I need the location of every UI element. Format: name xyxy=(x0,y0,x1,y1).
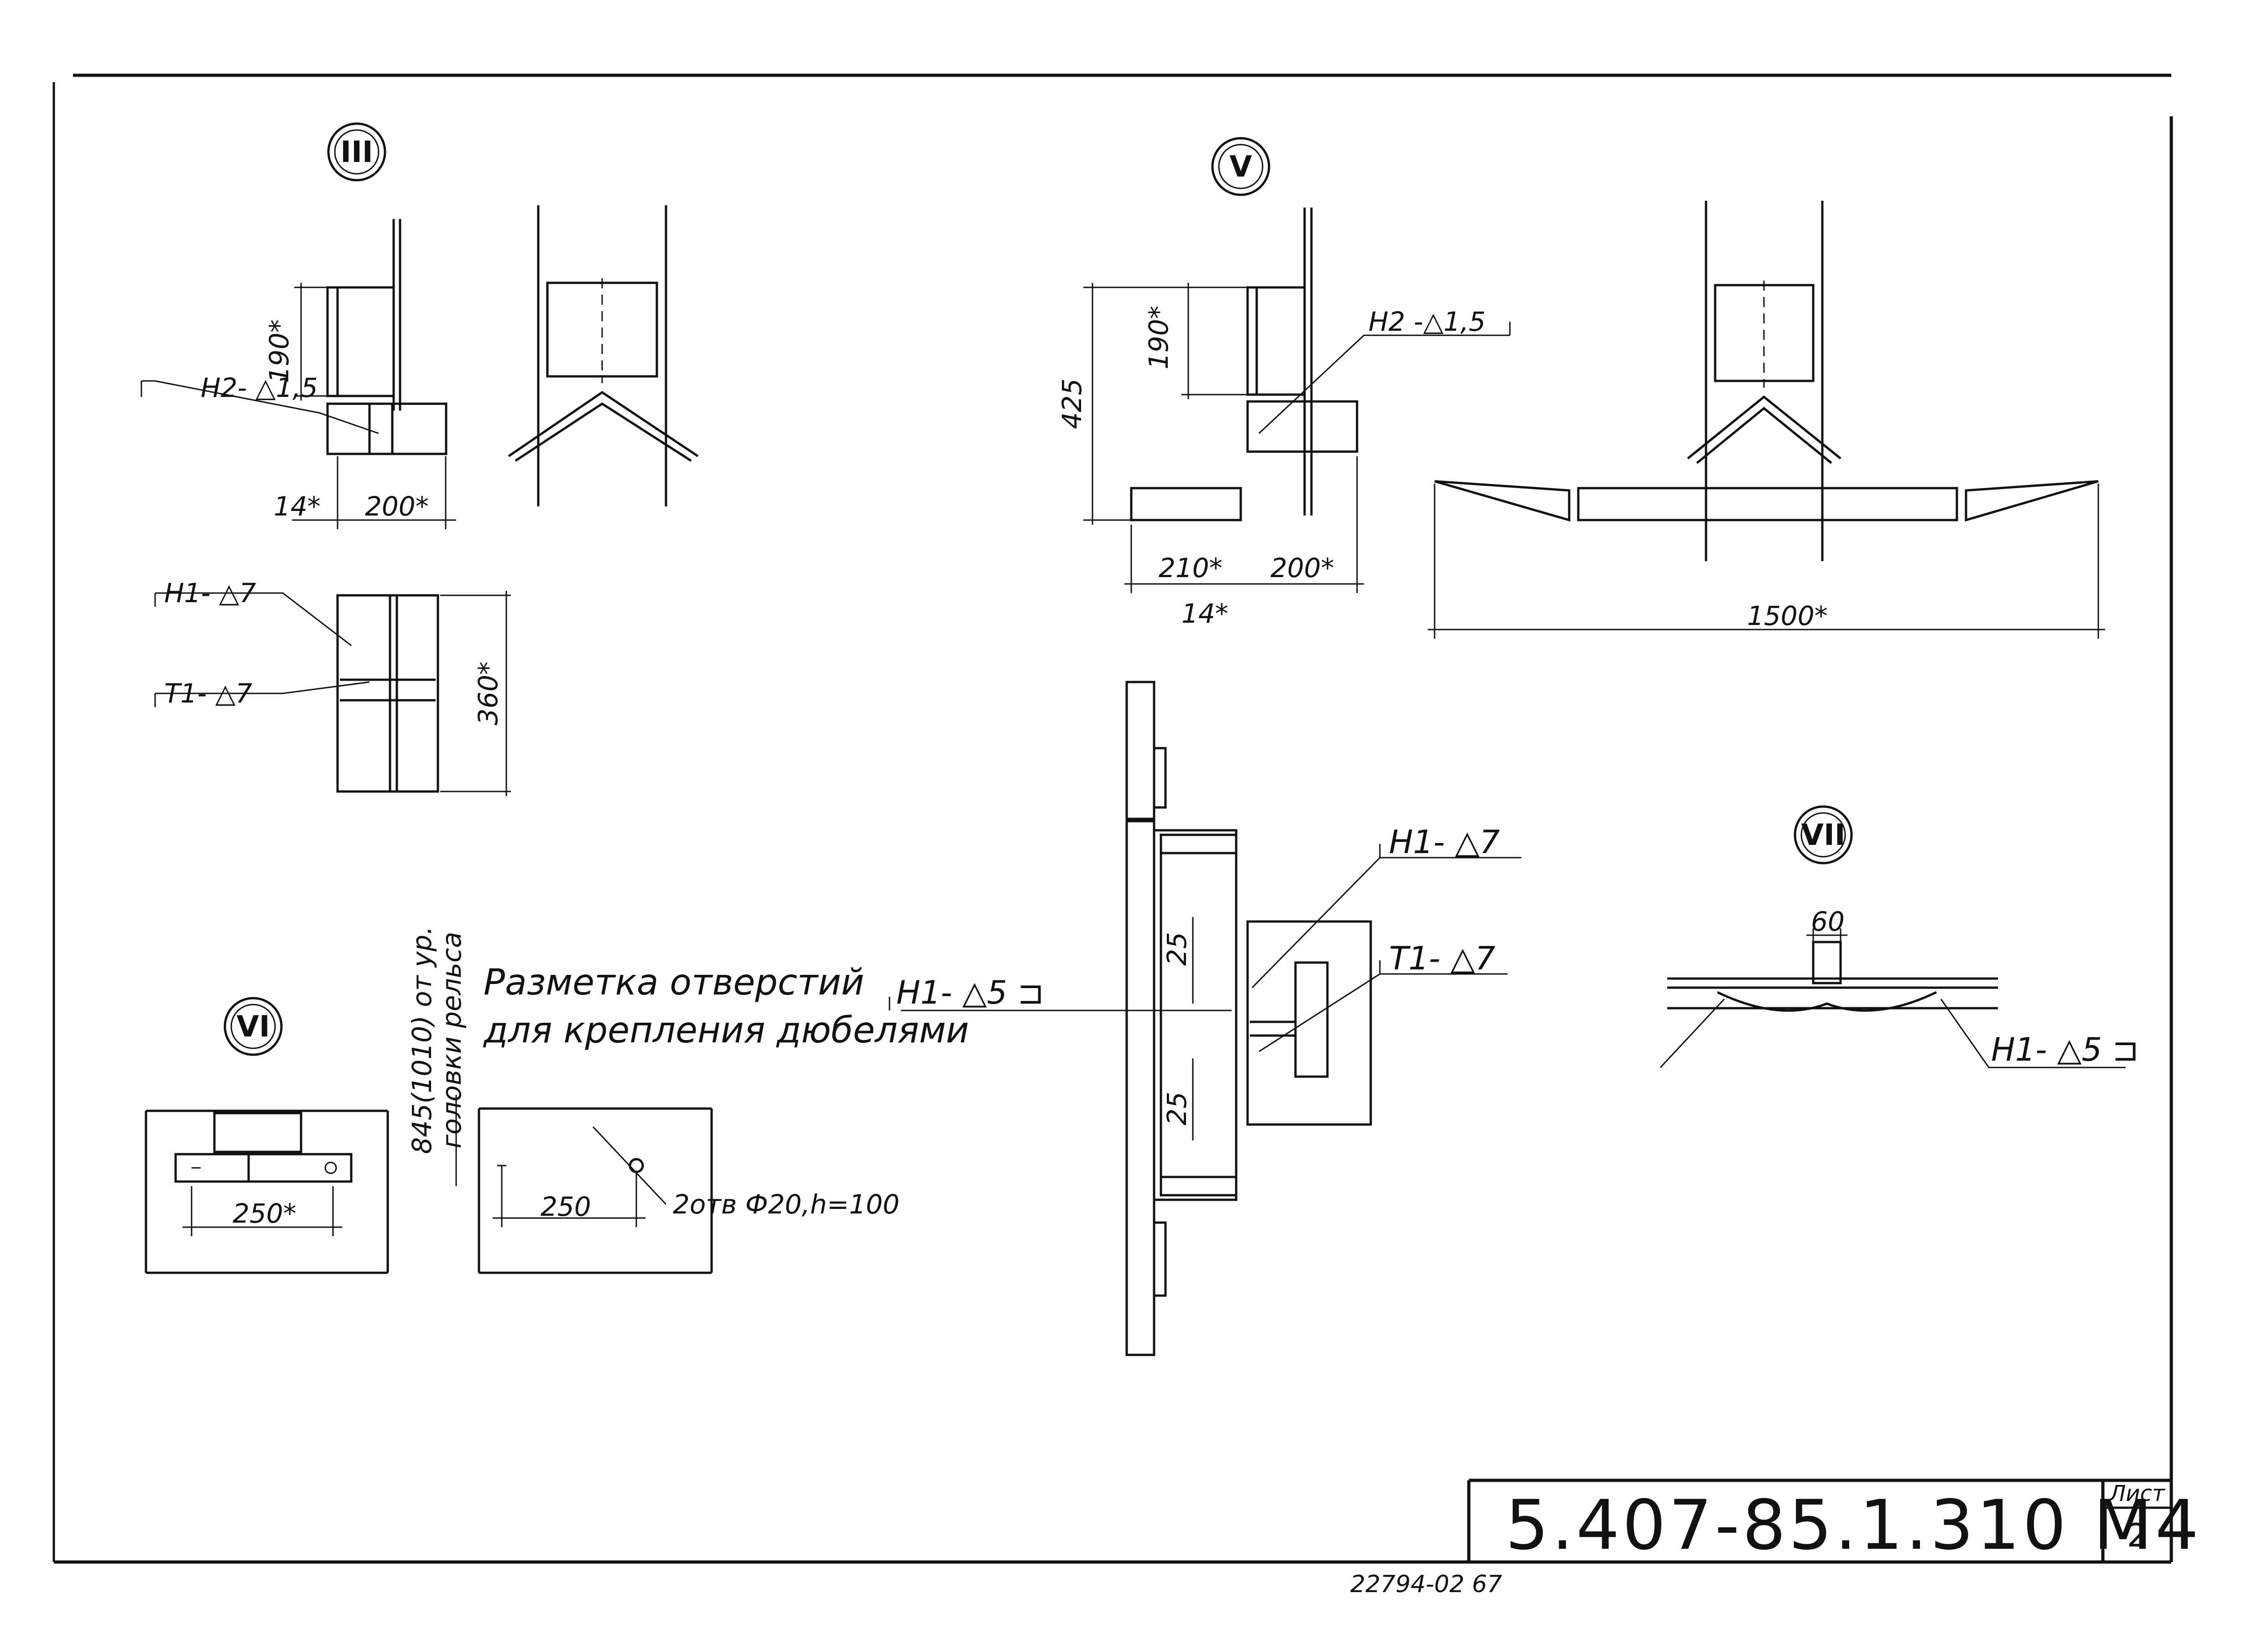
dim-360: 360* xyxy=(473,661,504,725)
dim-14-III: 14* xyxy=(274,491,321,522)
dim-200-III: 200* xyxy=(365,491,429,522)
detail-marker-III-label: III xyxy=(340,135,373,169)
sheet-number: 2 xyxy=(2127,1517,2148,1554)
detail-V: V 190* 425 Н2 -△1,5 21 xyxy=(1056,137,2105,639)
detail-marker-VI: VI xyxy=(224,997,283,1056)
detail-VI: VI 250* 250 2отв Ф20,h=100 845(1010) от … xyxy=(145,926,969,1274)
sheet-label: Лист xyxy=(2108,1481,2166,1506)
weld-mark-n2-III: Н2- △1,5 xyxy=(201,372,318,403)
weld-mark-n1-III: Н1- △7 xyxy=(164,578,256,609)
dim-190-V: 190* xyxy=(1143,306,1174,370)
dim-60: 60 xyxy=(1811,906,1845,937)
detail-VII: VII 60 Н1- △5 ⊐ xyxy=(1659,805,2139,1068)
weld-mark-t1-III: Т1- △7 xyxy=(164,678,252,709)
dim-25-bottom: 25 xyxy=(1161,1092,1192,1125)
hole-marking-note-line1: Разметка отверстий xyxy=(484,962,864,1003)
detail-marker-VII-label: VII xyxy=(1801,818,1845,852)
level-note-line1: 845(1010) от ур. xyxy=(406,926,437,1154)
dim-250-holes: 250 xyxy=(541,1191,591,1222)
hole-marking-note-line2: для крепления дюбелями xyxy=(483,1010,969,1051)
dim-14-V: 14* xyxy=(1181,598,1228,629)
dim-1500: 1500* xyxy=(1747,600,1828,631)
weld-mark-n1-VII: Н1- △5 ⊐ xyxy=(1991,1031,2139,1068)
weld-mark-t1-center: Т1- △7 xyxy=(1389,940,1495,977)
weld-mark-n1-center: Н1- △7 xyxy=(1389,823,1500,861)
detail-marker-VI-label: VI xyxy=(236,1010,270,1044)
title-block: 5.407-85.1.310 М4 Лист 2 22794-02 67 xyxy=(1350,1479,2201,1598)
detail-marker-V-label: V xyxy=(1229,150,1252,184)
weld-mark-n1-left: Н1- △5 ⊐ xyxy=(896,974,1044,1011)
dim-200-V: 200* xyxy=(1270,552,1334,583)
level-note-line2: головки рельса xyxy=(436,932,467,1148)
dim-425: 425 xyxy=(1056,379,1087,429)
detail-marker-VII: VII xyxy=(1794,805,1853,864)
holes-note: 2отв Ф20,h=100 xyxy=(673,1189,900,1220)
sheet-frame xyxy=(52,73,2173,1564)
dim-25-top: 25 xyxy=(1161,932,1192,966)
archive-number: 22794-02 67 xyxy=(1350,1571,1502,1598)
detail-marker-III: III xyxy=(327,122,386,182)
dim-210: 210* xyxy=(1159,552,1222,583)
detail-center-joint: 25 25 Н1- △7 Т1- △7 Н1- △5 ⊐ xyxy=(889,681,1521,1356)
dim-190-III: 190* xyxy=(264,319,295,383)
dim-250-VI: 250* xyxy=(233,1198,297,1229)
weld-mark-n2-V: Н2 -△1,5 xyxy=(1368,306,1486,337)
detail-III: III 190* xyxy=(140,122,699,796)
drawing-code: 5.407-85.1.310 М4 xyxy=(1505,1486,2201,1565)
detail-marker-V: V xyxy=(1211,137,1270,196)
